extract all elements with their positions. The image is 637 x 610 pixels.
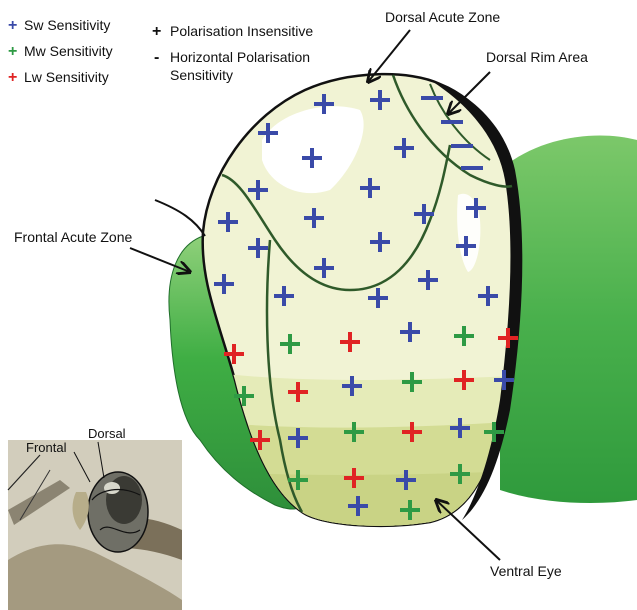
arrow-frontal-top bbox=[155, 200, 205, 236]
polarisation-minus-marker bbox=[461, 166, 483, 170]
legend-horizontal-label: Horizontal Polarisation bbox=[170, 49, 310, 65]
legend-horizontal-label-2: Sensitivity bbox=[170, 67, 233, 83]
polarisation-minus-marker bbox=[441, 120, 463, 124]
legend: + Sw Sensitivity + Mw Sensitivity + Lw S… bbox=[8, 17, 313, 86]
legend-insensitive-label: Polarisation Insensitive bbox=[170, 23, 313, 39]
inset-photo bbox=[8, 440, 182, 610]
right-head-shape bbox=[500, 135, 637, 503]
inset-label-dorsal: Dorsal bbox=[88, 426, 126, 441]
label-ventral-eye: Ventral Eye bbox=[490, 563, 562, 579]
legend-sw-label: Sw Sensitivity bbox=[24, 17, 110, 33]
arrow-ventral-eye bbox=[436, 500, 500, 560]
legend-insensitive-symbol: + bbox=[152, 23, 161, 40]
legend-lw-label: Lw Sensitivity bbox=[24, 69, 109, 85]
polarisation-minus-marker bbox=[421, 96, 443, 100]
label-dorsal-acute-zone: Dorsal Acute Zone bbox=[385, 9, 500, 25]
legend-mw-symbol: + bbox=[8, 43, 17, 60]
legend-lw-symbol: + bbox=[8, 69, 17, 86]
polarisation-minus-marker bbox=[451, 144, 473, 148]
label-dorsal-rim-area: Dorsal Rim Area bbox=[486, 49, 588, 65]
legend-sw-symbol: + bbox=[8, 17, 17, 34]
label-frontal-acute-zone: Frontal Acute Zone bbox=[14, 229, 133, 245]
inset-label-frontal: Frontal bbox=[26, 440, 67, 455]
legend-mw-label: Mw Sensitivity bbox=[24, 43, 113, 59]
legend-horizontal-symbol: - bbox=[154, 49, 159, 66]
